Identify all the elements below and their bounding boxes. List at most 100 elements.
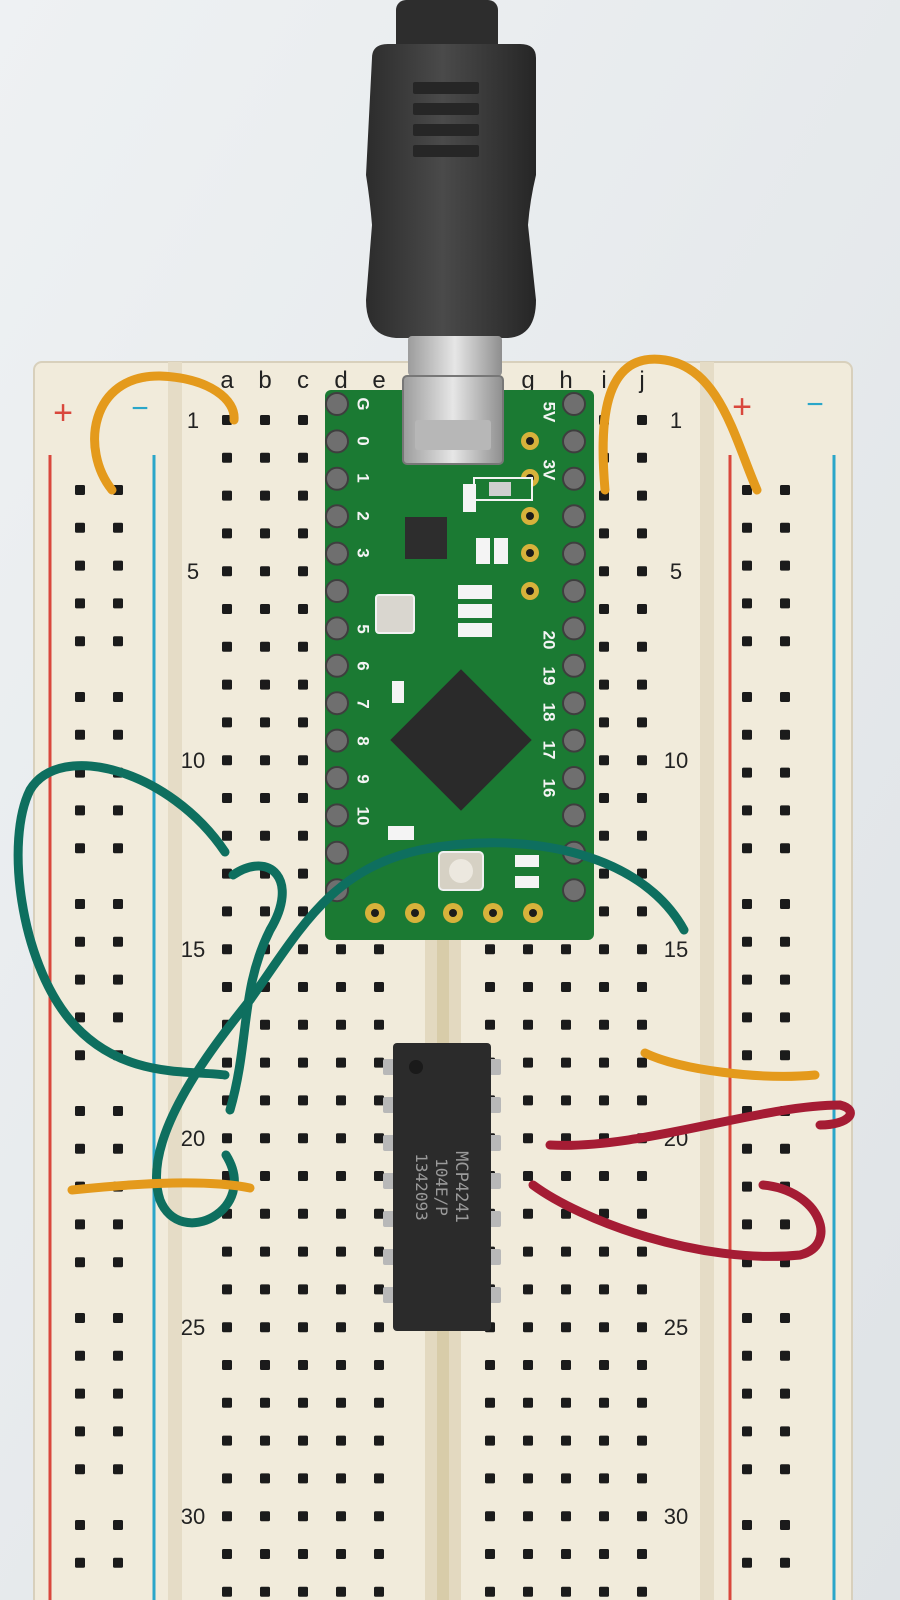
- breadboard-hole: [222, 755, 232, 766]
- wire-orange-top-right: [598, 354, 762, 495]
- wire-red-lower: [528, 1180, 826, 1261]
- breadboard-hole: [599, 1208, 609, 1219]
- breadboard-hole: [336, 1322, 346, 1333]
- breadboard-hole: [561, 1246, 571, 1257]
- rail-hole: [113, 1257, 123, 1268]
- breadboard-hole: [637, 868, 647, 879]
- breadboard-hole: [637, 1284, 647, 1295]
- column-letter: a: [220, 367, 234, 394]
- breadboard-hole: [260, 604, 270, 614]
- breadboard-hole: [561, 1095, 571, 1106]
- pcb-pin-label: 10: [354, 807, 373, 826]
- breadboard-hole: [260, 906, 270, 917]
- rail-hole: [75, 1313, 85, 1323]
- breadboard-hole: [374, 1549, 384, 1559]
- row-number: 10: [181, 748, 205, 773]
- breadboard-hole: [561, 1549, 571, 1559]
- breadboard-hole: [523, 1360, 533, 1370]
- chip-text-line3: 1342093: [412, 1153, 431, 1220]
- rail-hole: [113, 522, 123, 533]
- breadboard-hole: [523, 1057, 533, 1068]
- rail-hole: [75, 485, 85, 495]
- rail-hole: [742, 1143, 752, 1154]
- rail-hole: [113, 598, 123, 609]
- breadboard-hole: [485, 1435, 495, 1446]
- rail-hole: [780, 1219, 790, 1230]
- gold-pad-hole: [526, 587, 534, 595]
- breadboard-hole: [298, 868, 308, 879]
- breadboard-hole: [374, 1095, 384, 1106]
- breadboard-hole: [260, 415, 270, 425]
- rail-hole: [75, 1050, 85, 1061]
- breadboard-hole: [561, 1435, 571, 1446]
- breadboard-hole: [260, 1171, 270, 1181]
- breadboard-hole: [637, 1057, 647, 1068]
- rail-hole: [75, 936, 85, 947]
- rail-hole: [780, 1143, 790, 1154]
- gold-pad-hole: [411, 909, 419, 917]
- pcb-pin-label: 17: [540, 741, 559, 760]
- rail-hole: [780, 1012, 790, 1023]
- breadboard-hole: [599, 604, 609, 614]
- breadboard-hole: [523, 982, 533, 992]
- header-pin: [562, 579, 586, 603]
- rail-hole: [780, 692, 790, 702]
- rail-hole: [780, 560, 790, 571]
- gold-pad-hole: [371, 909, 379, 917]
- header-pin: [325, 392, 349, 416]
- rail-hole: [780, 636, 790, 647]
- breadboard-hole: [523, 1284, 533, 1295]
- breadboard-hole: [523, 944, 533, 955]
- rail-hole: [742, 522, 752, 533]
- column-letter: b: [258, 367, 271, 394]
- rail-hole: [113, 1464, 123, 1475]
- breadboard-hole: [298, 1586, 308, 1597]
- rail-hole: [780, 974, 790, 985]
- column-letter: h: [559, 367, 572, 394]
- wire-orange-left-row21: [67, 1178, 255, 1195]
- row-number: 5: [187, 559, 199, 584]
- header-pin: [325, 541, 349, 566]
- header-pin: [325, 728, 349, 753]
- usb-plug-body: [366, 44, 536, 338]
- rail-hole: [113, 1350, 123, 1361]
- breadboard-hole: [599, 528, 609, 539]
- rail-hole: [742, 1557, 752, 1568]
- breadboard-hole: [523, 1549, 533, 1559]
- rail-hole: [113, 1520, 123, 1530]
- breadboard-hole: [523, 1208, 533, 1219]
- breadboard-hole: [222, 1057, 232, 1068]
- rail-hole: [113, 1012, 123, 1023]
- rail-hole: [75, 1106, 85, 1116]
- breadboard-hole: [260, 1473, 270, 1484]
- breadboard-hole: [222, 641, 232, 652]
- rail-hole: [742, 899, 752, 909]
- breadboard-hole: [599, 906, 609, 917]
- rail-hole: [742, 485, 752, 495]
- rail-hole: [75, 692, 85, 702]
- breadboard-hole: [260, 1549, 270, 1559]
- breadboard-hole: [336, 1360, 346, 1370]
- column-letter: j: [638, 367, 644, 394]
- breadboard-hole: [599, 755, 609, 766]
- breadboard-hole: [336, 1019, 346, 1030]
- rail-hole: [75, 1426, 85, 1437]
- rail-hole: [780, 485, 790, 495]
- breadboard-hole: [599, 982, 609, 992]
- rail-hole: [75, 1557, 85, 1568]
- breadboard-hole: [260, 490, 270, 501]
- breadboard-hole: [374, 1019, 384, 1030]
- breadboard-hole: [260, 1435, 270, 1446]
- breadboard-hole: [485, 1511, 495, 1522]
- row-number: 20: [181, 1126, 205, 1151]
- rail-hole: [75, 1520, 85, 1530]
- breadboard-hole: [523, 1435, 533, 1446]
- header-pin: [562, 803, 586, 828]
- breadboard-hole: [637, 490, 647, 501]
- breadboard-hole: [523, 1511, 533, 1522]
- breadboard-hole: [374, 1397, 384, 1408]
- breadboard-hole: [561, 944, 571, 955]
- breadboard-hole: [637, 1435, 647, 1446]
- breadboard-hole: [485, 1360, 495, 1370]
- breadboard-hole: [485, 944, 495, 955]
